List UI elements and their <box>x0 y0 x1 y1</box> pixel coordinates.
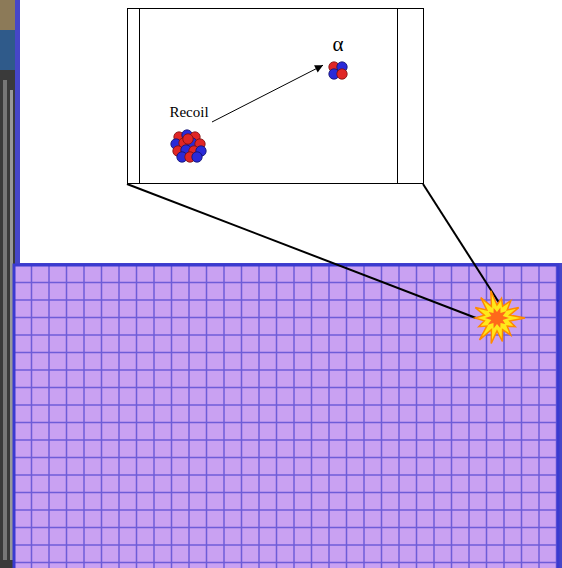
nucleus-symbol <box>326 59 350 82</box>
grid-line <box>328 265 330 568</box>
inset-frame <box>128 9 424 184</box>
nucleon <box>183 133 193 143</box>
grid-line <box>118 265 120 568</box>
grid-line <box>293 265 295 568</box>
grid-line <box>416 265 418 568</box>
grid-line <box>14 457 558 459</box>
grid-line <box>451 265 453 568</box>
grid-line <box>258 265 260 568</box>
electrode-line <box>397 9 398 184</box>
grid-line <box>14 509 558 511</box>
grid-line <box>14 369 558 371</box>
starburst-outer <box>475 291 525 344</box>
grid-line <box>538 265 540 568</box>
grid-line <box>363 265 365 568</box>
grid-line <box>188 265 190 568</box>
grid-line <box>83 265 85 568</box>
cable <box>3 80 7 560</box>
zoom-line <box>423 184 505 312</box>
impact-starburst <box>475 291 525 344</box>
grid-line <box>14 439 558 441</box>
grid-line <box>206 265 208 568</box>
particle-node: α <box>323 30 353 85</box>
grid-line <box>14 299 558 301</box>
nucleus-symbol <box>169 127 209 164</box>
grid-line <box>14 387 558 389</box>
grid-line <box>14 474 558 476</box>
grid-line <box>14 334 558 336</box>
pixel-grid <box>14 265 558 568</box>
grid-line <box>14 352 558 354</box>
grid-line <box>31 265 33 568</box>
grid-line <box>14 282 558 284</box>
particle-node: Recoil <box>166 101 212 167</box>
particle-label: Recoil <box>169 104 208 121</box>
grid-line <box>14 562 558 564</box>
grid-line <box>14 492 558 494</box>
grid-line <box>153 265 155 568</box>
grid-line <box>398 265 400 568</box>
grid-line <box>14 404 558 406</box>
grid-line <box>468 265 470 568</box>
grid-line <box>311 265 313 568</box>
grid-line <box>346 265 348 568</box>
grid-line <box>48 265 50 568</box>
grid-line <box>101 265 103 568</box>
grid-line <box>14 422 558 424</box>
zoom-line <box>127 184 476 318</box>
grid-line <box>433 265 435 568</box>
nucleon <box>192 151 202 161</box>
grid-line <box>14 544 558 546</box>
grid-line <box>14 527 558 529</box>
grid-line <box>241 265 243 568</box>
grid-line <box>171 265 173 568</box>
grid-line <box>521 265 523 568</box>
nucleon <box>337 69 347 79</box>
electrode-line <box>139 9 140 184</box>
motion-arrow <box>212 65 323 122</box>
grid-line <box>276 265 278 568</box>
grid-line <box>66 265 68 568</box>
grid-line <box>381 265 383 568</box>
grid-line <box>136 265 138 568</box>
starburst-core <box>485 308 509 329</box>
grid-ground <box>14 265 558 568</box>
white-panel <box>20 0 562 263</box>
grid-line <box>223 265 225 568</box>
particle-label: α <box>332 33 343 56</box>
grid-border <box>14 265 558 568</box>
